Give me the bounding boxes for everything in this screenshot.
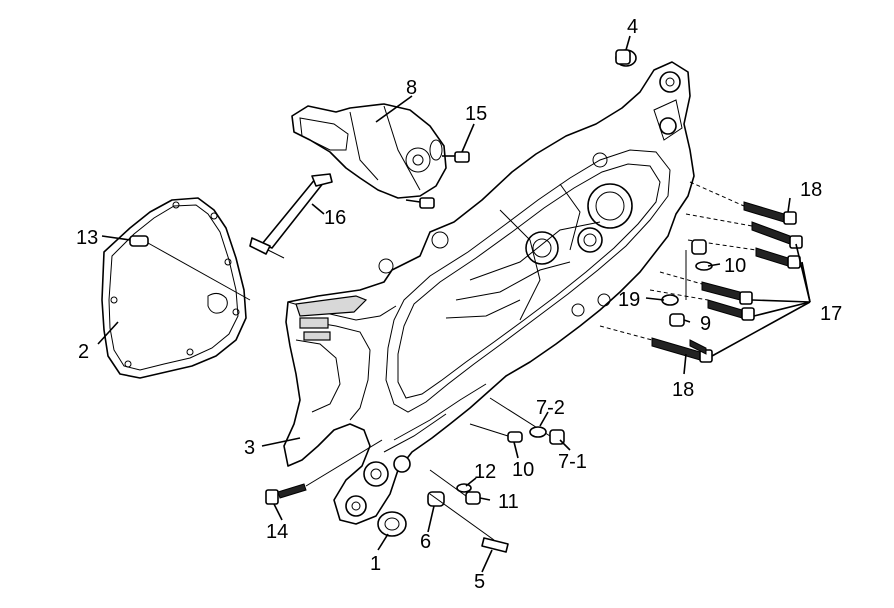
dowel-pin [129,235,251,301]
callout-5: 5 [474,571,485,593]
callout-2: 2 [78,341,89,363]
callout-4: 4 [627,16,638,38]
pin-10-lower [469,423,523,443]
callout-11: 11 [498,491,519,513]
callout-7-2: 7-2 [536,397,565,419]
callout-labels: 4 8 15 16 13 2 3 18 10 19 9 17 18 7-2 7-… [76,16,842,593]
plug-bolt-9 [669,239,707,327]
callout-18-top: 18 [800,179,822,201]
shaft-5 [429,493,509,553]
callout-10-lower: 10 [512,459,534,481]
callout-14: 14 [266,521,288,543]
bolt-14 [265,439,383,505]
starter-bolt-15 [442,151,470,163]
o-ring-19 [661,250,687,306]
starter-motor [291,103,447,199]
callout-1: 1 [370,553,381,575]
callout-19: 19 [618,289,640,311]
callout-9: 9 [700,313,711,335]
crankcase-gasket [101,197,247,379]
long-bolt-17-c [659,271,753,305]
long-bolt-18-top [689,181,797,225]
callout-8: 8 [406,77,417,99]
bolt-11 [429,469,481,505]
long-bolt-17-a [685,213,803,249]
callout-16: 16 [324,207,346,229]
callout-6: 6 [420,531,431,553]
crankcase-left [283,61,695,525]
top-bush [615,49,637,67]
callout-7-1: 7-1 [558,451,587,473]
wire-bracket [249,173,333,259]
callout-12: 12 [474,461,496,483]
leader-lines [97,35,811,573]
starter-bolt-lower [405,197,435,209]
callout-10-upper: 10 [724,255,746,277]
callout-15: 15 [465,103,487,125]
callout-17: 17 [820,303,842,325]
long-bolt-17-b [687,239,801,269]
callout-3: 3 [244,437,255,459]
long-bolt-17-e [689,339,707,355]
washer-12 [456,483,472,493]
callout-13: 13 [76,227,98,249]
bushing-1 [377,511,407,537]
callout-18-bottom: 18 [672,379,694,401]
long-bolt-17-d [649,289,755,321]
washer-7-2 [529,426,547,438]
